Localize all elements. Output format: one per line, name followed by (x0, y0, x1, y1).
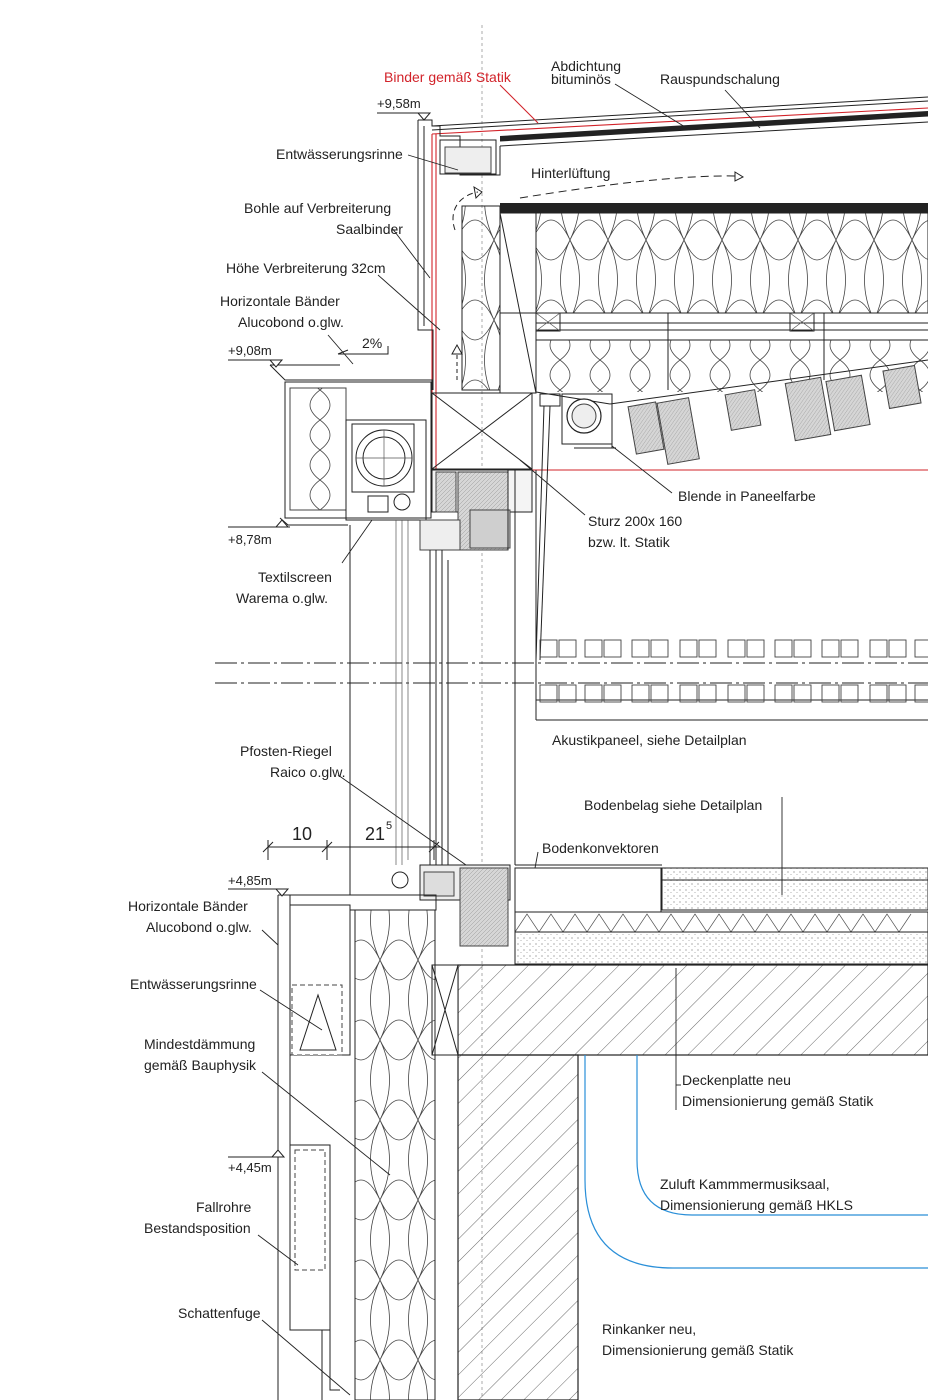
level-908: +9,08m (228, 343, 284, 368)
label-akustik: Akustikpaneel, siehe Detailplan (552, 732, 747, 748)
supply-air-duct (584, 1055, 928, 1269)
acoustic-panel-cell (774, 684, 793, 703)
label-bodenkonv: Bodenkonvektoren (542, 840, 659, 856)
label-bohle-1: Bohle auf Verbreiterung (244, 200, 391, 216)
level-878: +8,78m (228, 519, 290, 547)
label-abdichtung-1: Abdichtung (551, 58, 621, 74)
acoustic-panel-cell (746, 639, 765, 658)
acoustic-panel-cell (650, 639, 669, 658)
leader-lines (257, 83, 783, 1396)
label-zuluft-1: Zuluft Kammmermusiksaal, (660, 1176, 830, 1192)
acoustic-panel-cell (679, 684, 698, 703)
label-fallrohre-1: Fallrohre (196, 1199, 251, 1215)
acoustic-panel-cell (584, 639, 603, 658)
label-mindest-2: gemäß Bauphysik (144, 1057, 257, 1073)
acoustic-panel-cell (539, 639, 558, 658)
acoustic-panel-cell (727, 639, 746, 658)
slope-indicator: 2% (337, 335, 389, 355)
label-pfosten-2: Raico o.glw. (270, 764, 345, 780)
dim-10: 10 (292, 824, 312, 844)
label-hoehe: Höhe Verbreiterung 32cm (226, 260, 386, 276)
lower-wall (277, 894, 437, 1400)
label-rauspund: Rauspundschalung (660, 71, 780, 87)
label-ringanker-2: Dimensionierung gemäß Statik (602, 1342, 794, 1358)
label-entwaesserung-top: Entwässerungsrinne (276, 146, 403, 162)
label-hinterlueftung: Hinterlüftung (531, 165, 610, 181)
level-485: +4,85m (228, 873, 290, 897)
dim-21-sup: 5 (386, 820, 392, 832)
level-958: +9,58m (377, 96, 432, 121)
acoustic-panel-cell (840, 639, 859, 658)
label-decken-1: Deckenplatte neu (682, 1072, 791, 1088)
label-sturz-1: Sturz 200x 160 (588, 513, 682, 529)
svg-text:2%: 2% (362, 335, 382, 351)
svg-text:+4,85m: +4,85m (228, 873, 272, 888)
svg-text:+8,78m: +8,78m (228, 532, 272, 547)
acoustic-panel-cell (914, 639, 928, 658)
label-entwaesserung-bot: Entwässerungsrinne (130, 976, 257, 992)
acoustic-panel-cell (584, 684, 603, 703)
label-bohle-2: Saalbinder (336, 221, 403, 237)
label-decken-2: Dimensionierung gemäß Statik (682, 1093, 874, 1109)
ceiling-slats (627, 364, 922, 465)
acoustic-panel-cell (746, 684, 765, 703)
label-textil-1: Textilscreen (258, 569, 332, 585)
label-schatten: Schattenfuge (178, 1305, 261, 1321)
acoustic-panel-cell (603, 684, 622, 703)
acoustic-panel-cell (558, 684, 577, 703)
acoustic-panel-cell (698, 639, 717, 658)
acoustic-panel-cell (631, 639, 650, 658)
label-bodenbelag: Bodenbelag siehe Detailplan (584, 797, 762, 813)
acoustic-panel-cell (539, 684, 558, 703)
acoustic-panel-cell (793, 639, 812, 658)
acoustic-panel-cell (631, 684, 650, 703)
acoustic-panel-cell (888, 639, 907, 658)
acoustic-panel-cell (698, 684, 717, 703)
label-binder: Binder gemäß Statik (384, 69, 512, 85)
acoustic-panel-cell (650, 684, 669, 703)
label-fallrohre-2: Bestandsposition (144, 1220, 251, 1236)
label-sturz-2: bzw. lt. Statik (588, 534, 671, 550)
label-pfosten-1: Pfosten-Riegel (240, 743, 332, 759)
acoustic-panel-grid (536, 639, 928, 721)
label-baender-bot-1: Horizontale Bänder (128, 898, 248, 914)
label-baender-top-2: Alucobond o.glw. (238, 314, 344, 330)
level-445: +4,45m (228, 1149, 286, 1175)
acoustic-panel-cell (869, 639, 888, 658)
acoustic-panel-cell (727, 684, 746, 703)
acoustic-panel-cell (558, 639, 577, 658)
label-textil-2: Warema o.glw. (236, 590, 328, 606)
acoustic-panel-cell (774, 639, 793, 658)
acoustic-panel-cell (821, 639, 840, 658)
window-frame (349, 469, 662, 947)
acoustic-panel-cell (840, 684, 859, 703)
acoustic-panel-cell (603, 639, 622, 658)
label-baender-top-1: Horizontale Bänder (220, 293, 340, 309)
label-ringanker-1: Rinkanker neu, (602, 1321, 696, 1337)
acoustic-panel-cell (914, 684, 928, 703)
roof-buildup (431, 96, 928, 471)
svg-text:+4,45m: +4,45m (228, 1160, 272, 1175)
annotations: Binder gemäß Statik Abdichtung bituminös… (128, 58, 874, 1358)
svg-text:+9,08m: +9,08m (228, 343, 272, 358)
acoustic-panel-cell (793, 684, 812, 703)
label-zuluft-2: Dimensionierung gemäß HKLS (660, 1197, 853, 1213)
level-markers: +9,58m +9,08m +8,78m +4,85m +4,45m (228, 96, 432, 1175)
label-baender-bot-2: Alucobond o.glw. (146, 919, 252, 935)
svg-text:+9,58m: +9,58m (377, 96, 421, 111)
acoustic-panel-cell (888, 684, 907, 703)
dimension-chain: 10 21 5 (262, 820, 440, 860)
parapet (269, 119, 616, 661)
floor-buildup (431, 867, 928, 1400)
label-blende: Blende in Paneelfarbe (678, 488, 816, 504)
dim-21: 21 (365, 824, 385, 844)
acoustic-panel-cell (679, 639, 698, 658)
acoustic-panel-cell (869, 684, 888, 703)
label-abdichtung-2: bituminös (551, 71, 611, 87)
label-mindest-1: Mindestdämmung (144, 1036, 255, 1052)
acoustic-panel-cell (821, 684, 840, 703)
